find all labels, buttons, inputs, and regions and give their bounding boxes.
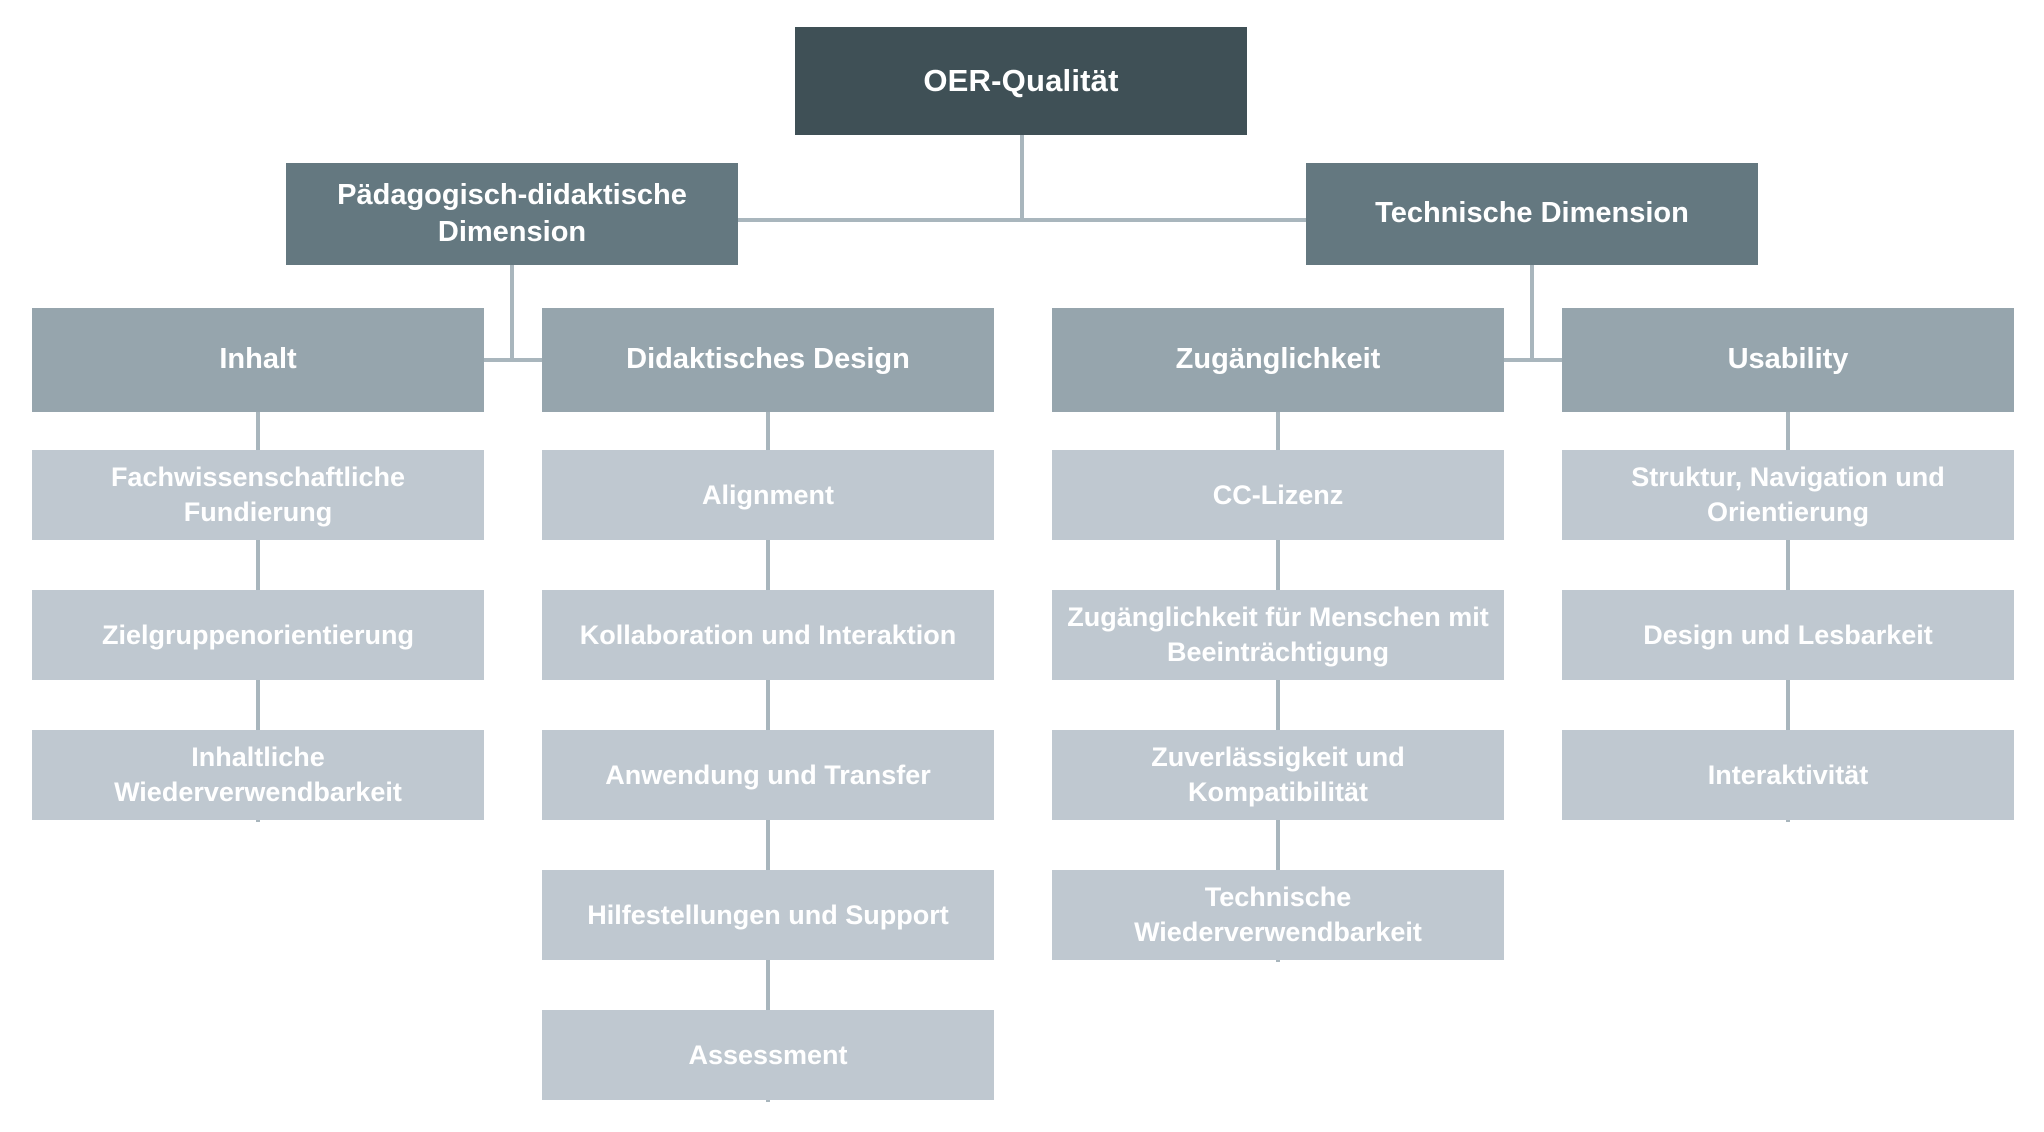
connector-col3-spine (1276, 412, 1280, 962)
node-anwendung-und-transfer[interactable]: Anwendung und Transfer (542, 730, 994, 820)
connector-root-stem (1020, 135, 1024, 220)
node-alignment[interactable]: Alignment (542, 450, 994, 540)
node-interaktivitaet[interactable]: Interaktivität (1562, 730, 2014, 820)
node-technische-dimension[interactable]: Technische Dimension (1306, 163, 1758, 265)
node-zuverlaessigkeit-und-kompatibilitaet[interactable]: Zuverlässigkeit und Kompatibilität (1052, 730, 1504, 820)
node-zugaenglichkeit[interactable]: Zugänglichkeit (1052, 308, 1504, 412)
node-inhalt[interactable]: Inhalt (32, 308, 484, 412)
node-inhaltliche-wiederverwendbarkeit[interactable]: Inhaltliche Wiederverwendbarkeit (32, 730, 484, 820)
node-cc-lizenz[interactable]: CC-Lizenz (1052, 450, 1504, 540)
connector-dim2-crossbar (1278, 358, 1788, 362)
node-fachwissenschaftliche-fundierung[interactable]: Fachwissenschaftliche Fundierung (32, 450, 484, 540)
node-paedagogisch-didaktische-dimension[interactable]: Pädagogisch-didaktische Dimension (286, 163, 738, 265)
node-struktur-navigation-und-orientierung[interactable]: Struktur, Navigation und Orientierung (1562, 450, 2014, 540)
connector-dimension-crossbar (736, 218, 1306, 222)
connector-dim2-stem (1530, 265, 1534, 360)
node-kollaboration-und-interaktion[interactable]: Kollaboration und Interaktion (542, 590, 994, 680)
node-oer-qualitaet[interactable]: OER-Qualität (795, 27, 1247, 135)
node-didaktisches-design[interactable]: Didaktisches Design (542, 308, 994, 412)
node-assessment[interactable]: Assessment (542, 1010, 994, 1100)
node-design-und-lesbarkeit[interactable]: Design und Lesbarkeit (1562, 590, 2014, 680)
node-zielgruppenorientierung[interactable]: Zielgruppenorientierung (32, 590, 484, 680)
connector-dim1-stem (510, 265, 514, 360)
node-zugaenglichkeit-fuer-menschen-mit-beeintraechtigung[interactable]: Zugänglichkeit für Menschen mit Beeinträ… (1052, 590, 1504, 680)
connector-dim1-crossbar (258, 358, 768, 362)
node-technische-wiederverwendbarkeit[interactable]: Technische Wiederverwendbarkeit (1052, 870, 1504, 960)
node-hilfestellungen-und-support[interactable]: Hilfestellungen und Support (542, 870, 994, 960)
node-usability[interactable]: Usability (1562, 308, 2014, 412)
